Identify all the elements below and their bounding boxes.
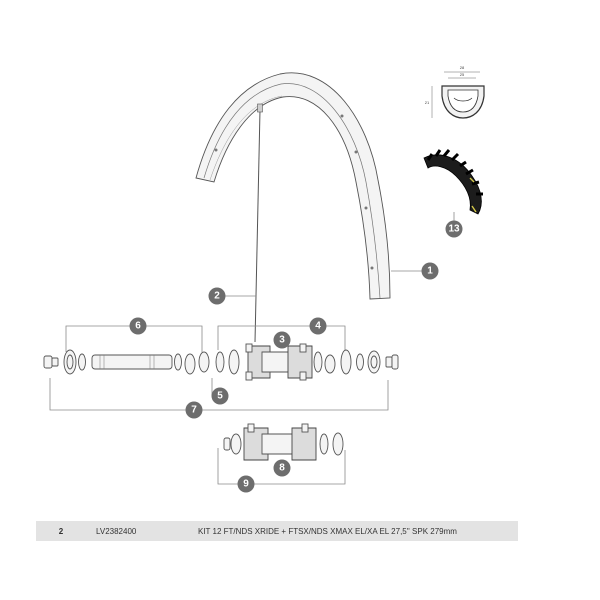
callout-5-label: 5: [217, 391, 223, 402]
hub-assembly-lower: [223, 423, 344, 461]
callout-1[interactable]: 1: [421, 262, 439, 280]
rim-outer-width-label: 28: [460, 65, 465, 70]
callout-7[interactable]: 7: [185, 401, 203, 419]
callout-9-label: 9: [243, 479, 249, 490]
callout-8-label: 8: [279, 463, 285, 474]
callout-1-label: 1: [427, 266, 433, 277]
callout-5[interactable]: 5: [211, 387, 229, 405]
part-number: 2: [58, 526, 64, 536]
rim-height-label: 21: [425, 100, 430, 105]
part-reference: LV2382400: [96, 526, 137, 536]
callout-13[interactable]: 13: [445, 220, 463, 238]
callout-4[interactable]: 4: [309, 317, 327, 335]
callout-7-label: 7: [191, 405, 197, 416]
callout-6[interactable]: 6: [129, 317, 147, 335]
exploded-diagram: 28 25 21: [43, 65, 485, 493]
part-description: KIT 12 FT/NDS XRIDE + FTSX/NDS XMAX EL/X…: [198, 526, 457, 536]
rim-profile-drawing: 28 25 21: [425, 65, 485, 119]
callout-2-label: 2: [214, 291, 220, 302]
hub-assembly-upper: [43, 343, 399, 381]
callout-3-label: 3: [279, 335, 285, 346]
callout-13-label: 13: [448, 224, 460, 235]
rim-inner-width-label: 25: [460, 72, 465, 77]
tire: [423, 149, 483, 215]
callout-3[interactable]: 3: [273, 331, 291, 349]
callout-4-label: 4: [315, 321, 321, 332]
rim: [195, 72, 391, 300]
parts-table-row[interactable]: 2 LV2382400 KIT 12 FT/NDS XRIDE + FTSX/N…: [36, 521, 518, 541]
callout-8[interactable]: 8: [273, 459, 291, 477]
callout-6-label: 6: [135, 321, 141, 332]
callout-2[interactable]: 2: [208, 287, 226, 305]
spoke: [254, 103, 263, 343]
callout-9[interactable]: 9: [237, 475, 255, 493]
